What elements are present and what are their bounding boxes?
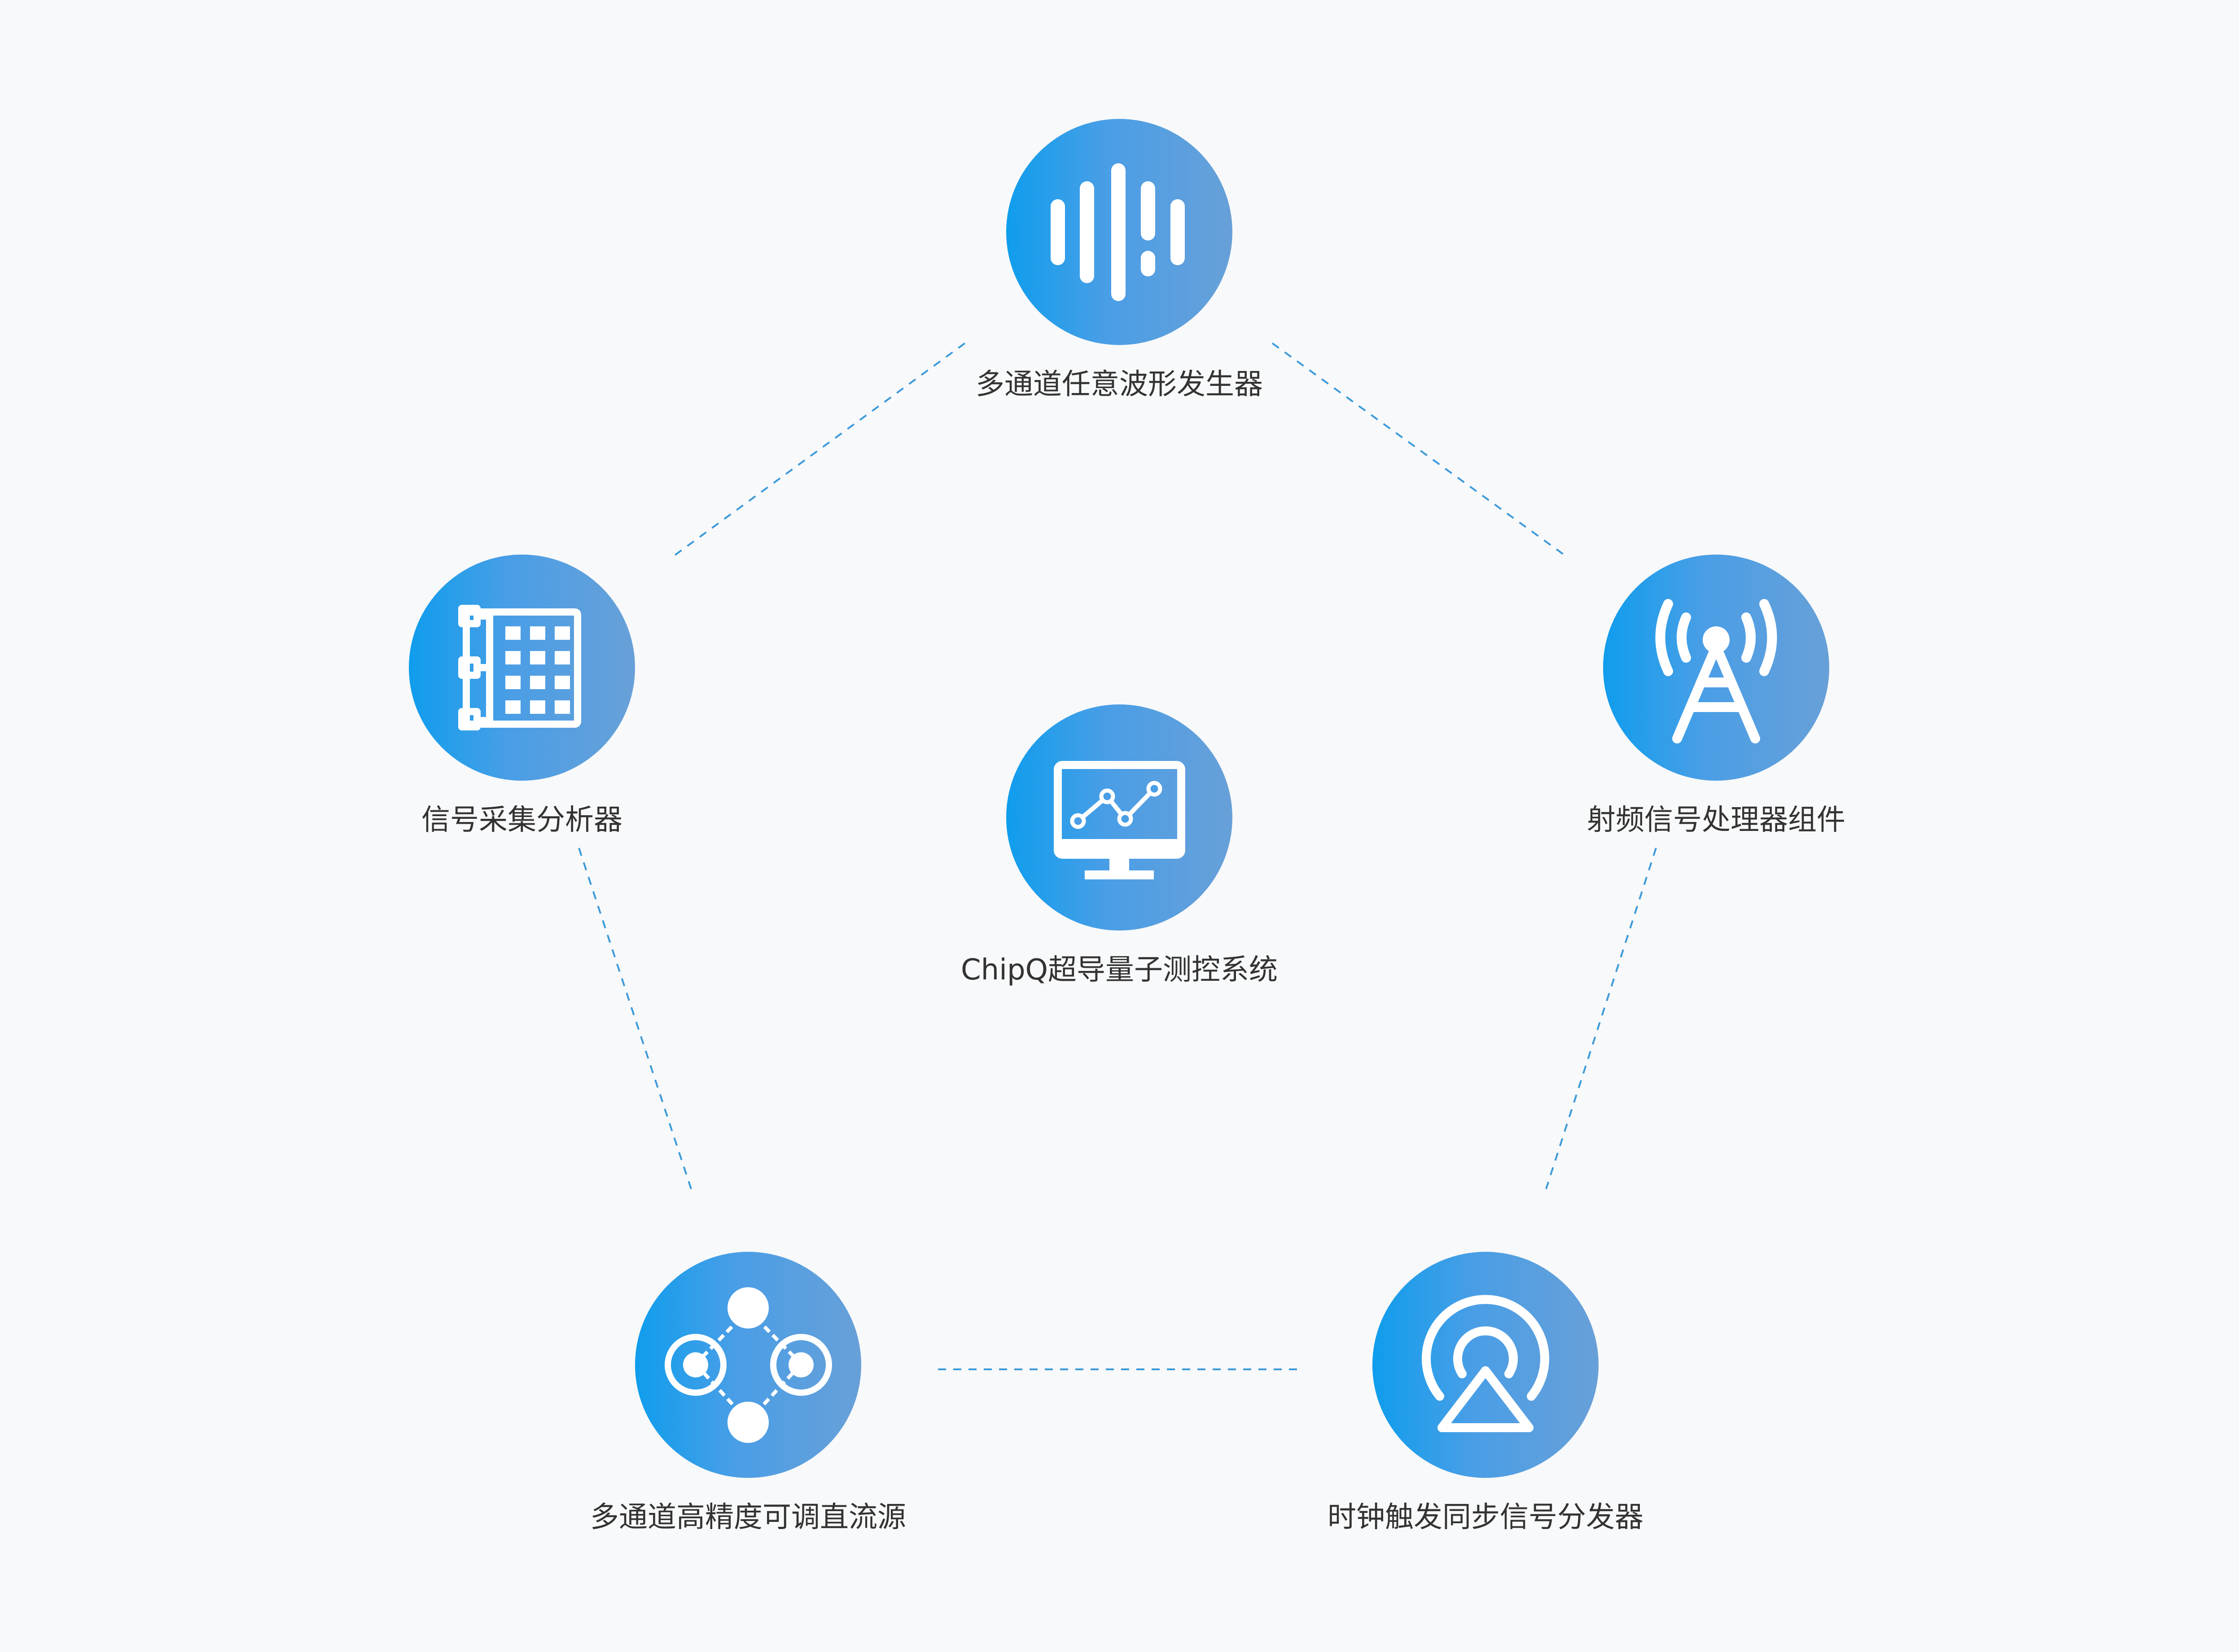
radio-tower-icon xyxy=(1655,599,1777,743)
node-label: 射频信号处理器组件 xyxy=(1587,804,1845,837)
node-circle xyxy=(1372,1252,1599,1478)
node-label: 信号采集分析器 xyxy=(421,804,622,837)
link-left-bottom-left xyxy=(578,848,692,1189)
node-label: ChipQ超导量子测控系统 xyxy=(960,953,1278,987)
node-circle xyxy=(635,1252,861,1478)
node-circle xyxy=(1603,555,1829,781)
node-circle xyxy=(1006,704,1232,931)
node-label: 时钟触发同步信号分发器 xyxy=(1328,1501,1643,1534)
connected-nodes-icon xyxy=(665,1287,832,1443)
waveform-icon xyxy=(1051,163,1185,301)
node-label: 多通道任意波形发生器 xyxy=(976,368,1263,401)
link-right-bottom-right xyxy=(1545,848,1657,1189)
data-grid-icon xyxy=(458,605,581,730)
node-label: 多通道高精度可调直流源 xyxy=(590,1501,906,1534)
broadcast-signal-icon xyxy=(1422,1295,1549,1432)
monitor-chart-icon xyxy=(1054,761,1185,879)
node-circle xyxy=(1006,119,1232,345)
node-circle xyxy=(409,555,635,781)
